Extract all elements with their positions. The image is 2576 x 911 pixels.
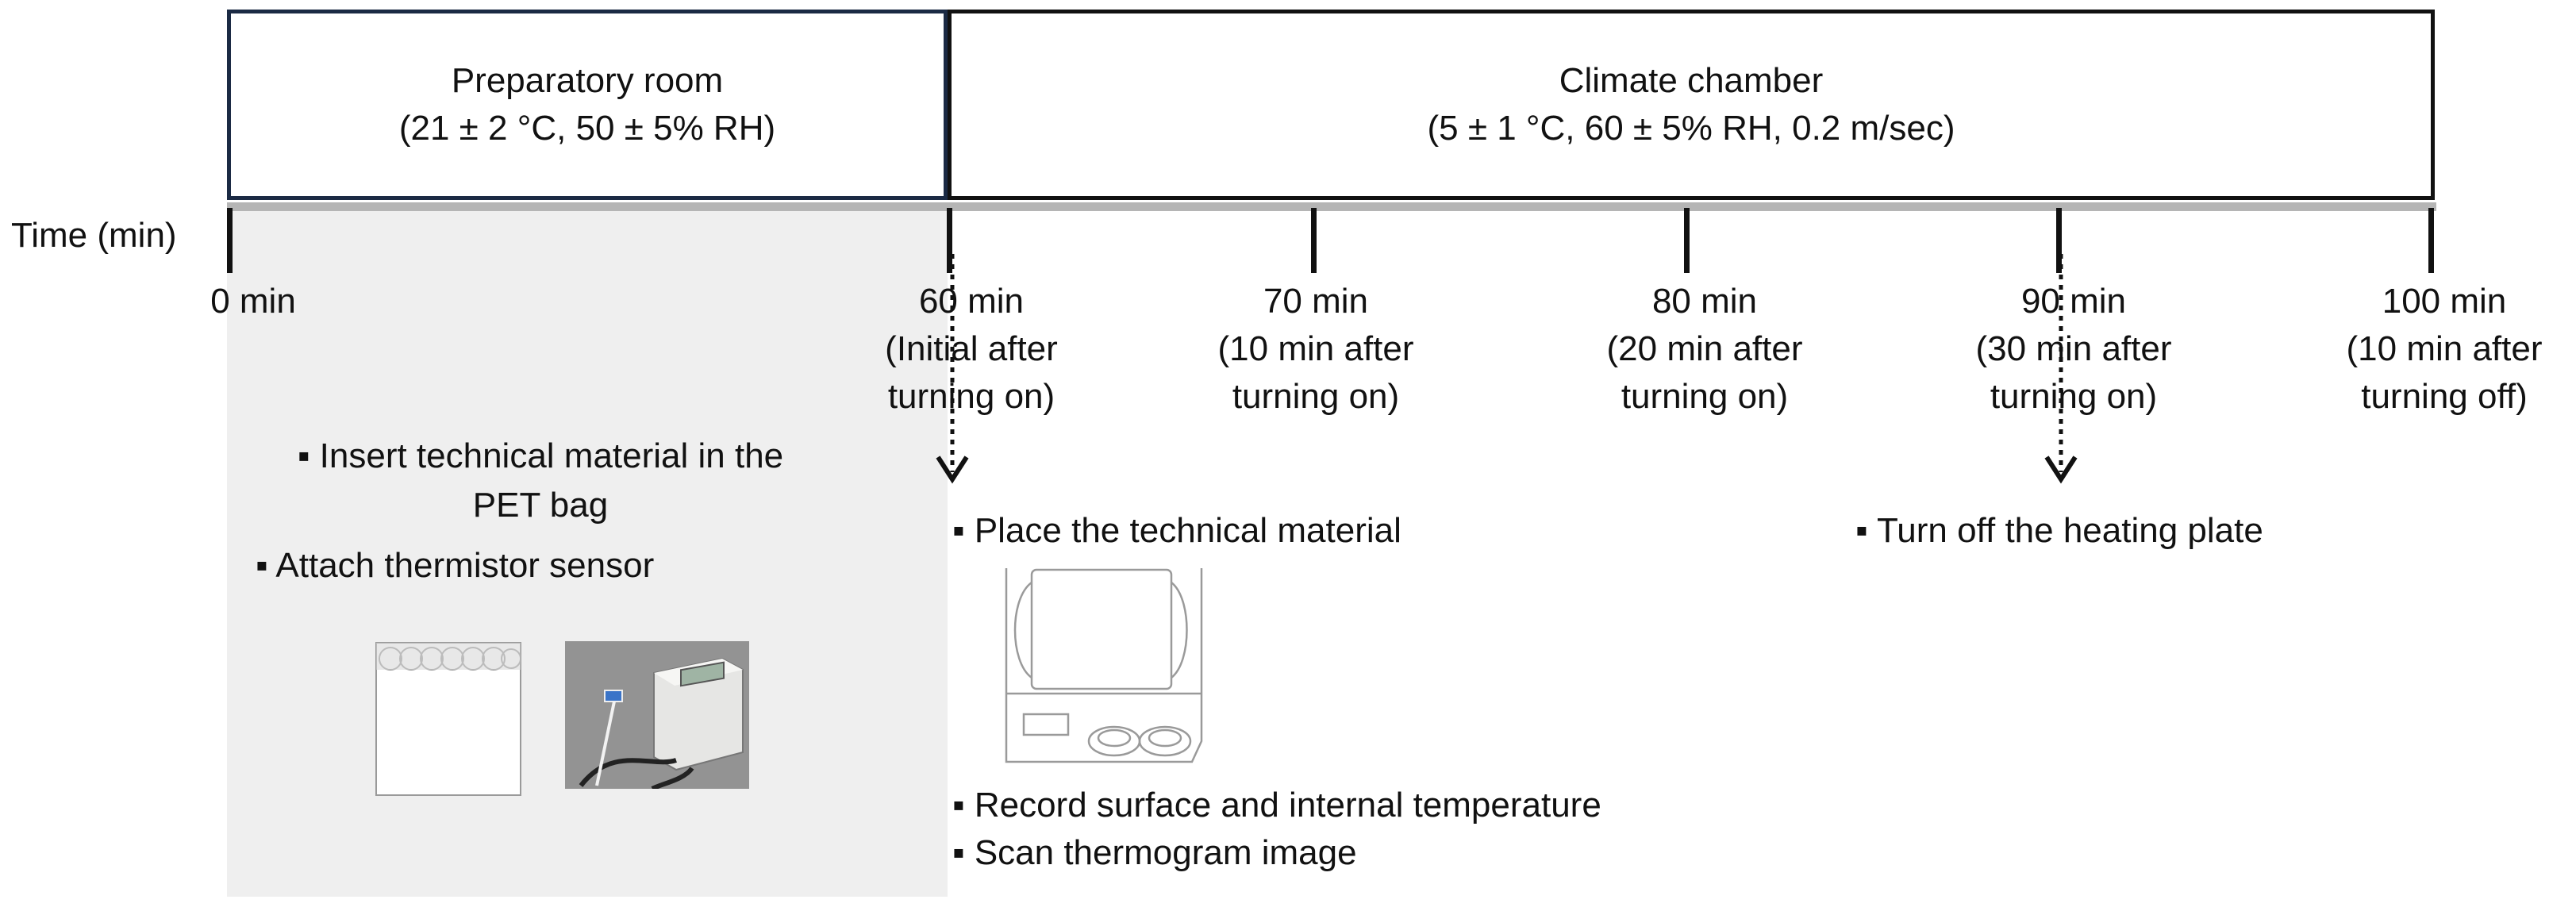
tick-100-min [2428,208,2434,273]
tick-time: 70 min [1263,282,1369,321]
tick-time: 90 min [2020,282,2127,321]
phase-title: Climate chamber [1559,61,1824,100]
heating-plate-illustration [1005,568,1203,763]
step-record-temperature: ▪ Record surface and internal temperatur… [952,786,1601,825]
tick-label-80: 80 min (20 min after turning on) [1574,278,1836,421]
step-text: PET bag [472,486,609,525]
tick-note: (20 min after [1606,329,1803,368]
phase-box-preparatory-room: Preparatory room (21 ± 2 °C, 50 ± 5% RH) [227,10,948,200]
step-turn-off-heating-plate: ▪ Turn off the heating plate [1855,511,2263,550]
phase-title: Preparatory room [451,61,724,100]
tick-label-90: 90 min (30 min after turning on) [1943,278,2205,421]
tick-label-60: 60 min (Initial after turning on) [840,278,1102,421]
tick-60-min [947,208,952,273]
tick-time: 100 min [2382,282,2507,321]
time-axis-label: Time (min) [11,216,177,255]
tick-note: turning on) [887,377,1055,416]
tick-label-70: 70 min (10 min after turning on) [1185,278,1447,421]
thermistor-sensor-photo [565,641,749,789]
tick-note: (10 min after [1217,329,1414,368]
tick-note: turning on) [1990,377,2158,416]
tick-0-min [227,208,233,273]
phase-conditions: (5 ± 1 °C, 60 ± 5% RH, 0.2 m/sec) [1427,109,1955,148]
pet-bag-illustration [375,642,521,796]
tick-time: 80 min [1651,282,1758,321]
tick-note: (10 min after [2346,329,2543,368]
tick-note: (Initial after [885,329,1058,368]
time-axis-line [227,202,2436,211]
arrow-90-min [2044,254,2078,484]
tick-70-min [1311,208,1317,273]
step-place-material: ▪ Place the technical material [952,511,1401,550]
tick-note: turning on) [1621,377,1789,416]
step-scan-thermogram: ▪ Scan thermogram image [952,833,1357,872]
phase-conditions: (21 ± 2 °C, 50 ± 5% RH) [398,109,776,148]
tick-time: 60 min [918,282,1025,321]
step-text: ▪ Insert technical material in the [297,436,784,475]
tick-90-min [2056,208,2062,273]
phase-box-climate-chamber: Climate chamber (5 ± 1 °C, 60 ± 5% RH, 0… [948,10,2435,200]
arrow-60-min [936,254,969,484]
tick-note: (30 min after [1975,329,2172,368]
tick-note: turning on) [1232,377,1400,416]
tick-label-0: 0 min [122,278,384,325]
step-attach-sensor: ▪ Attach thermistor sensor [256,546,655,585]
tick-note: turning off) [2361,377,2528,416]
tick-time: 0 min [210,282,296,321]
tick-80-min [1684,208,1690,273]
tick-label-100: 100 min (10 min after turning off) [2313,278,2575,421]
step-insert-material: ▪ Insert technical material in the PET b… [251,432,830,530]
